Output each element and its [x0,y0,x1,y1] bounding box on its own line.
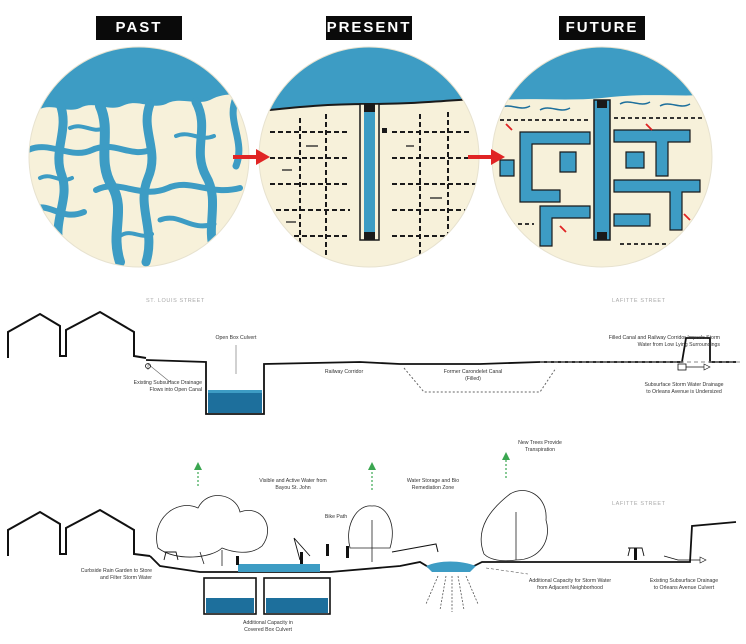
future-map [480,40,720,267]
additional-capacity-neighborhood-label: Additional Capacity for Storm Water from… [510,578,630,591]
existing-to-orleans-label: Existing Subsurface Drainage to Orleans … [628,578,740,591]
former-canal-label: Former Carondelet Canal (Filled) [428,369,518,382]
existing-drainage-label: Existing Subsurface Drainage Flows into … [82,380,202,393]
visible-water-label: Visible and Active Water from Bayou St. … [258,478,328,491]
water-storage-label: Water Storage and Bio Remediation Zone [398,478,468,491]
map-panels [0,0,746,280]
open-box-culvert-label: Open Box Culvert [206,335,266,342]
railway-corridor-label: Railway Corridor [314,369,374,376]
new-trees-label: New Trees Provide Transpiration [508,440,572,453]
present-map [250,40,490,267]
bike-path-label: Bike Path [316,514,356,521]
subsurface-undersized-label: Subsurface Storm Water Drainage to Orlea… [628,382,740,395]
curbside-rain-garden-label: Curbside Rain Garden to Store and Filter… [48,568,152,581]
filled-canal-label: Filled Canal and Railway Corridor Impede… [560,335,720,348]
past-map [20,40,260,267]
lafitte-street-label-proposed: LAFITTE STREET [612,501,666,507]
additional-capacity-box-label: Additional Capacity in Covered Box Culve… [206,620,330,633]
lafitte-street-label-existing: LAFITTE STREET [612,298,666,304]
st-louis-street-label: ST. LOUIS STREET [146,298,205,304]
